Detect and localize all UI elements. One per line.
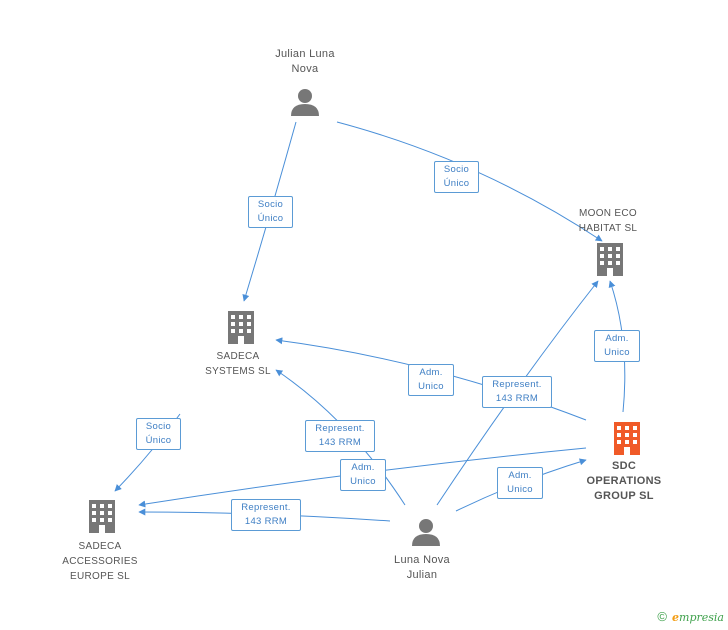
brand-footer: © empresia [657, 609, 724, 624]
person-icon-luna [412, 519, 440, 546]
relation-label-line: Represent. [315, 423, 365, 434]
relation-label-line: 143 RRM [244, 516, 288, 527]
relation-label-line: 143 RRM [318, 437, 362, 448]
relation-label-line: Adm. [419, 367, 443, 378]
relation-adm-unico[interactable]: Adm. Unico [340, 459, 386, 491]
relation-label-line: Socio [257, 199, 284, 210]
node-julian-luna-nova[interactable]: Julian Luna Nova [255, 47, 355, 77]
relation-label-line: Adm. [351, 462, 375, 473]
relation-label-line: Represent. [492, 379, 542, 390]
relation-represent[interactable]: Represent. 143 RRM [231, 499, 301, 531]
relation-label-line: Unico [507, 484, 533, 495]
relation-label-line: Adm. [508, 470, 532, 481]
node-sdc-operations[interactable]: SDC OPERATIONS GROUP SL [574, 459, 674, 504]
brand-logo: empresia [672, 611, 724, 624]
person-icon-julian [291, 89, 319, 116]
node-label-line: MOON ECO [579, 208, 637, 219]
node-label-line: SADECA [78, 541, 122, 552]
building-icon-sadeca-accessories [89, 500, 115, 533]
relation-label-line: Adm. [605, 333, 629, 344]
relation-label-line: Unico [350, 476, 376, 487]
relation-represent[interactable]: Represent. 143 RRM [482, 376, 552, 408]
relation-adm-unico[interactable]: Adm. Unico [594, 330, 640, 362]
relation-represent[interactable]: Represent. 143 RRM [305, 420, 375, 452]
relation-label-line: Unico [604, 347, 630, 358]
relation-label-line: Socio [443, 164, 470, 175]
node-label-line: Luna Nova [394, 554, 450, 566]
building-icon-moon-eco [597, 243, 623, 276]
node-label-line: ACCESSORIES [62, 556, 138, 567]
node-label-line: SYSTEMS SL [205, 366, 271, 377]
relation-adm-unico[interactable]: Adm. Unico [497, 467, 543, 499]
relation-label-line: Represent. [241, 502, 291, 513]
relation-socio-unico[interactable]: Socio Único [248, 196, 293, 228]
node-label-line: Julian Luna [275, 48, 335, 60]
relation-label-line: Socio [145, 421, 172, 432]
node-label-line: OPERATIONS [586, 475, 662, 487]
node-moon-eco-habitat[interactable]: MOON ECO HABITAT SL [558, 206, 658, 236]
copyright-icon: © [657, 609, 667, 624]
relation-label-line: Único [257, 213, 284, 224]
node-sadeca-accessories[interactable]: SADECA ACCESSORIES EUROPE SL [50, 539, 150, 584]
relation-label-line: Unico [418, 381, 444, 392]
building-icon-sdc-operations [614, 422, 640, 455]
relation-socio-unico[interactable]: Socio Único [136, 418, 181, 450]
node-sadeca-systems[interactable]: SADECA SYSTEMS SL [188, 349, 288, 379]
node-label-line: HABITAT SL [578, 223, 638, 234]
node-label-line: Nova [291, 63, 319, 75]
node-label-line: Julian [406, 569, 438, 581]
relation-label-line: Único [443, 178, 470, 189]
node-label-line: SADECA [216, 351, 260, 362]
relation-label-line: 143 RRM [495, 393, 539, 404]
node-label-line: SDC [611, 460, 637, 472]
node-luna-nova-julian[interactable]: Luna Nova Julian [372, 553, 472, 583]
relation-adm-unico[interactable]: Adm. Unico [408, 364, 454, 396]
relation-label-line: Único [145, 435, 172, 446]
node-label-line: EUROPE SL [70, 571, 130, 582]
node-label-line: GROUP SL [594, 490, 654, 502]
relation-socio-unico[interactable]: Socio Único [434, 161, 479, 193]
building-icon-sadeca-systems [228, 311, 254, 344]
